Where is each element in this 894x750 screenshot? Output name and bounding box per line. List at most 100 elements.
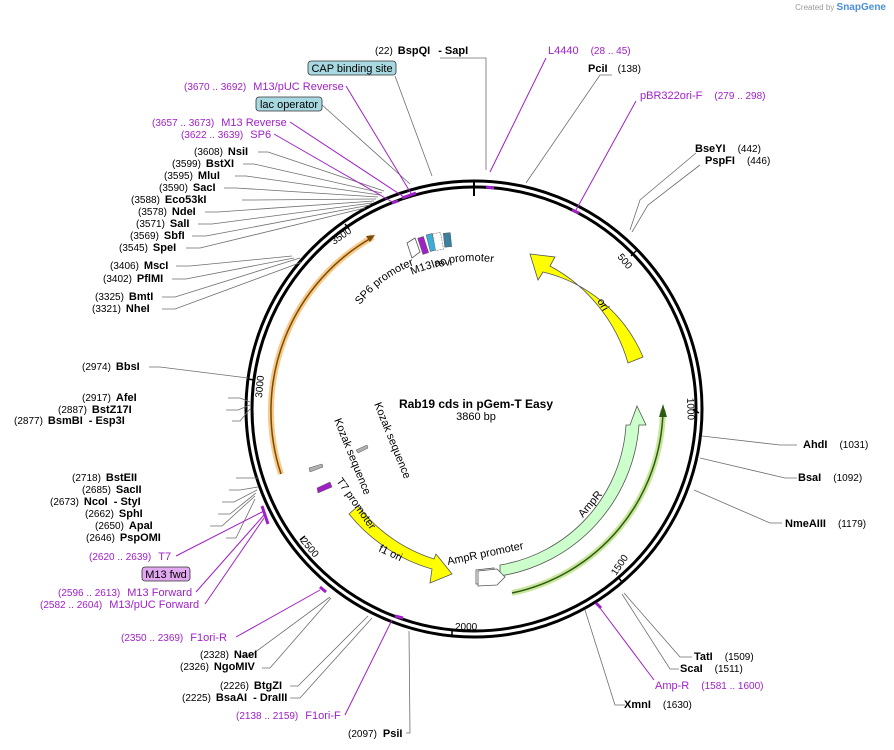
sp6-promoter-arrow[interactable]	[406, 237, 421, 259]
lead-mlui	[235, 175, 381, 196]
t7-promoter-block[interactable]	[316, 481, 333, 494]
plasmid-length: 3860 bp	[456, 411, 496, 423]
site-pflmi: (3402)PflMI	[103, 273, 163, 285]
lead-nsii	[258, 151, 385, 192]
ampr-promoter-arrow[interactable]	[477, 568, 506, 587]
lead-psii	[406, 630, 411, 734]
lead-bmti	[162, 257, 301, 298]
primer-m13-reverse: (3657 .. 3673)M13 Reverse	[152, 117, 287, 129]
site-labels-right: (22)BspQI- SapI PciI(138) BseYI(442) Psp…	[348, 45, 868, 740]
lead-cap	[394, 75, 433, 177]
site-psii: (2097)PsiI	[348, 728, 402, 740]
lead-sbfi	[192, 204, 371, 237]
sp6-primer-block[interactable]	[417, 236, 429, 255]
m13-fwd-label: M13 fwd	[145, 569, 187, 581]
primer-labels: L4440(28 .. 45) pBR322ori-F(279 .. 298) …	[40, 45, 766, 722]
lac-promoter-label: lac promoter	[430, 252, 495, 271]
lead-bsmbi	[232, 408, 251, 422]
leadp-sp6	[273, 133, 395, 204]
site-bspqi: (22)BspQI- SapI	[375, 45, 468, 57]
primer-t7: (2620 .. 2639)T7	[89, 551, 171, 563]
primer-mark-m13-forward	[260, 505, 270, 525]
primer-mark-pbr322	[571, 208, 580, 215]
tick-mark-500	[630, 249, 638, 257]
lead-nhei	[162, 261, 303, 310]
site-xmni: XmnI(1630)	[624, 699, 692, 711]
site-bseyi: BseYI(442)	[695, 143, 761, 155]
ampr-arrow[interactable]	[499, 404, 647, 577]
primer-leaders	[175, 57, 655, 716]
tick-mark-1000	[692, 408, 700, 414]
site-bmti: (3325)BmtI	[95, 291, 153, 303]
snapgene-logo: SnapGene	[836, 2, 886, 13]
lac-operator-box	[255, 96, 323, 112]
site-spei: (3545)SpeI	[119, 242, 176, 254]
kozak-block-2[interactable]	[355, 444, 369, 454]
lead-bstz17i	[226, 404, 251, 411]
lead-msci	[176, 255, 293, 267]
lead-sacii	[229, 486, 259, 491]
site-bsai: BsaI(1092)	[798, 472, 862, 484]
lead-sphi	[218, 492, 257, 515]
orange-orf-halo	[268, 234, 375, 475]
site-bsteii: (2718)BstEII	[72, 472, 137, 484]
tick-mark-1500	[617, 576, 623, 583]
orange-orf-line	[270, 236, 374, 475]
f1-ori-arrow[interactable]	[348, 505, 453, 584]
site-mlui: (3595)MluI	[164, 170, 220, 182]
lead-bseyi	[629, 152, 697, 231]
lead-afei	[228, 397, 251, 403]
leadp-ampr	[599, 607, 655, 681]
cap-label: CAP binding site	[311, 63, 392, 75]
tick-mark-2500	[299, 535, 306, 541]
primer-m13puc-reverse: (3670 .. 3692)M13/pUC Reverse	[184, 81, 344, 93]
lead-nmeaiii	[693, 489, 782, 524]
lead-ngomiv	[262, 597, 332, 669]
site-saci: (3590)SacI	[159, 182, 216, 194]
site-sbfi: (3569)SbfI	[130, 230, 185, 242]
leadp-m13-fwd	[195, 514, 265, 593]
lac-operator-block[interactable]	[432, 232, 444, 251]
primer-m13-forward: (2596 .. 2613)M13 Forward	[58, 587, 192, 599]
primer-mark-f1ori-f	[394, 614, 404, 620]
primer-mark-l4440	[485, 185, 495, 190]
site-bsaai: (2225)BsaAI- DraIII	[182, 692, 287, 704]
primer-mark-m13-reverse	[401, 191, 417, 200]
site-labels-left: (2225)BsaAI- DraIII (2226)BtgZI (2326)Ng…	[14, 146, 287, 704]
cap-box	[307, 60, 397, 76]
site-nsii: (3608)NsiI	[194, 146, 248, 158]
site-eco53ki: (3588)Eco53kI	[131, 194, 207, 206]
site-ahdi: AhdI(1031)	[803, 439, 868, 451]
primer-m13puc-forward: (2582 .. 2604)M13/pUC Forward	[40, 599, 199, 611]
leadp-pbr322	[575, 100, 637, 211]
primer-mark-f1ori-r	[319, 585, 327, 594]
lead-bsaai	[290, 617, 373, 699]
cap-binding-block[interactable]	[443, 232, 452, 248]
watermark-prefix: Created by	[795, 3, 835, 12]
leader-lines	[149, 57, 797, 734]
lead-bstxi	[243, 163, 383, 194]
m13-rev-block[interactable]	[425, 233, 437, 252]
plasmid-name: Rab19 cds in pGem-T Easy	[399, 397, 553, 411]
lead-pspomi	[226, 498, 256, 539]
site-ngomiv: (2326)NgoMIV	[180, 661, 256, 673]
tick-1000: 1000	[684, 398, 696, 421]
site-pspomi: (2646)PspOMI	[86, 532, 161, 544]
kozak-block-1[interactable]	[308, 463, 324, 473]
primer-sp6: (3622 .. 3639)SP6	[181, 129, 271, 141]
site-bstxi: (3599)BstXI	[172, 158, 234, 170]
leadp-m13puc-reverse	[345, 85, 413, 196]
lead-pcii	[525, 74, 612, 184]
lead-tati	[623, 592, 692, 658]
site-pcii: PciI(138)	[588, 63, 641, 75]
tick-mark-3000	[247, 378, 255, 381]
lead-bbsi	[149, 366, 249, 379]
leadp-f1ori-f	[344, 619, 393, 716]
primer-f1ori-f: (2138 .. 2159)F1ori-F	[236, 710, 341, 722]
primer-ampr: Amp-R(1581 .. 1600)	[655, 680, 764, 692]
lead-bspqi	[440, 57, 487, 170]
ori-arrow[interactable]	[529, 253, 644, 364]
leadp-m13puc-fwd	[204, 517, 265, 605]
site-bstz17i: (2887)BstZ17I	[58, 404, 132, 416]
lead-saci	[224, 187, 379, 198]
